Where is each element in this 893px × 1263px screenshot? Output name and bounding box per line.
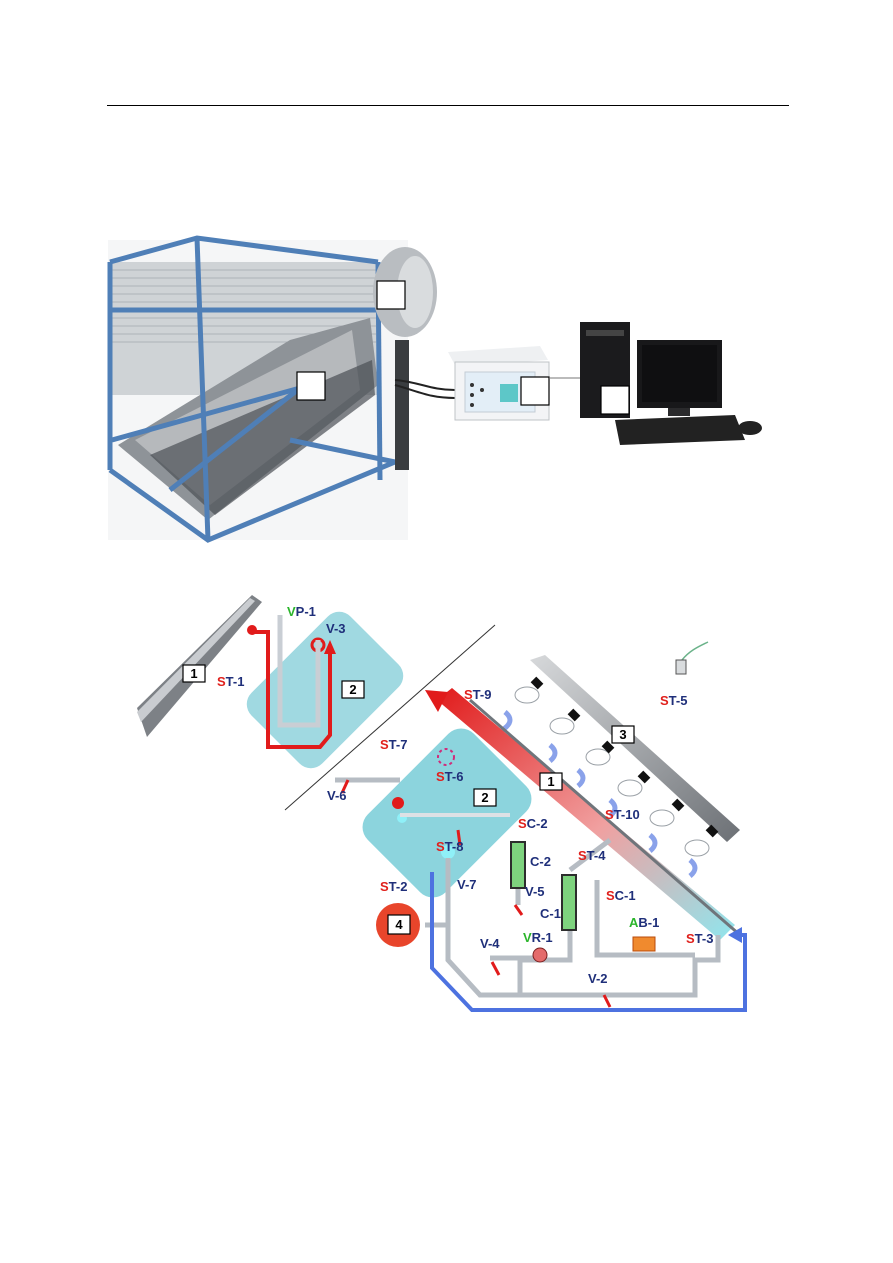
component-label: ST-2 xyxy=(380,879,407,894)
tank-inset xyxy=(246,611,404,769)
photo-badge xyxy=(520,376,550,406)
component-label: V-3 xyxy=(326,621,346,636)
svg-text:V-3: V-3 xyxy=(326,621,346,636)
photo-badge xyxy=(376,280,406,310)
svg-text:ST-2: ST-2 xyxy=(380,879,407,894)
component-label: SC-2 xyxy=(518,816,548,831)
component-label: ST-5 xyxy=(660,693,687,708)
lamps xyxy=(514,686,710,857)
svg-text:2: 2 xyxy=(481,790,488,805)
computer xyxy=(580,322,762,445)
heater-icon xyxy=(632,936,656,952)
header-rule xyxy=(107,105,789,106)
svg-text:ST-3: ST-3 xyxy=(686,931,713,946)
collector-flow-main xyxy=(437,688,735,940)
sensor-cable xyxy=(394,377,582,399)
rotameter-c2 xyxy=(510,841,526,889)
component-label: ST-9 xyxy=(464,687,491,702)
svg-text:V-4: V-4 xyxy=(480,936,500,951)
svg-text:3: 3 xyxy=(619,727,626,742)
component-label: ST-10 xyxy=(605,807,640,822)
valve-markers xyxy=(340,779,612,1008)
svg-text:ST-6: ST-6 xyxy=(436,769,463,784)
svg-text:C-1: C-1 xyxy=(540,906,561,921)
component-label: V-4 xyxy=(480,936,500,951)
component-label: ST-7 xyxy=(380,737,407,752)
svg-text:V-6: V-6 xyxy=(327,788,347,803)
component-label: ST-4 xyxy=(578,848,606,863)
component-label: SC-1 xyxy=(606,888,636,903)
svg-text:1: 1 xyxy=(190,666,197,681)
component-label: VP-1 xyxy=(287,604,316,619)
component-label: ST-1 xyxy=(217,674,244,689)
svg-text:ST-10: ST-10 xyxy=(605,807,640,822)
svg-text:1: 1 xyxy=(547,774,554,789)
component-label: ST-8 xyxy=(436,839,463,854)
hot-loop-inset xyxy=(255,630,332,749)
svg-text:V-7: V-7 xyxy=(457,877,477,892)
inset-divider xyxy=(284,624,496,811)
photo-badge xyxy=(296,371,326,401)
svg-text:ST-9: ST-9 xyxy=(464,687,491,702)
svg-text:2: 2 xyxy=(349,682,356,697)
svg-text:ST-8: ST-8 xyxy=(436,839,463,854)
lamp-bar xyxy=(530,655,740,842)
cold-return-loop xyxy=(430,872,747,1012)
svg-text:ST-7: ST-7 xyxy=(380,737,407,752)
svg-text:VP-1: VP-1 xyxy=(287,604,316,619)
pump-icon xyxy=(532,947,548,963)
component-label: V-5 xyxy=(525,884,545,899)
svg-text:SC-2: SC-2 xyxy=(518,816,548,831)
zone-badge: 1 xyxy=(182,664,206,683)
zone-badge: 1 xyxy=(539,772,563,791)
component-label: VR-1 xyxy=(523,930,553,945)
svg-text:SC-1: SC-1 xyxy=(606,888,636,903)
equipment-photo xyxy=(107,235,762,543)
ambient-sensor xyxy=(675,641,709,675)
component-label: AB-1 xyxy=(629,915,659,930)
component-label: V-6 xyxy=(327,788,347,803)
svg-text:4: 4 xyxy=(395,917,403,932)
component-label: C-1 xyxy=(540,906,561,921)
component-label: C-2 xyxy=(530,854,551,869)
svg-text:ST-4: ST-4 xyxy=(578,848,606,863)
svg-text:ST-1: ST-1 xyxy=(217,674,244,689)
component-label: V-7 xyxy=(457,877,477,892)
rotameter-c1 xyxy=(561,874,577,931)
svg-text:ST-5: ST-5 xyxy=(660,693,687,708)
pipework xyxy=(335,777,721,998)
zone-badge: 3 xyxy=(611,725,635,744)
zone-badge: 2 xyxy=(341,680,365,699)
zone-badge: 2 xyxy=(473,788,497,807)
photo-badge xyxy=(600,385,630,415)
svg-text:V-5: V-5 xyxy=(525,884,545,899)
svg-text:VR-1: VR-1 xyxy=(523,930,553,945)
svg-text:C-2: C-2 xyxy=(530,854,551,869)
component-label: ST-3 xyxy=(686,931,713,946)
svg-text:AB-1: AB-1 xyxy=(629,915,659,930)
component-label: ST-6 xyxy=(436,769,463,784)
svg-text:V-2: V-2 xyxy=(588,971,608,986)
zone-badge: 4 xyxy=(387,914,411,935)
component-label: V-2 xyxy=(588,971,608,986)
lamp-holders xyxy=(530,676,719,838)
